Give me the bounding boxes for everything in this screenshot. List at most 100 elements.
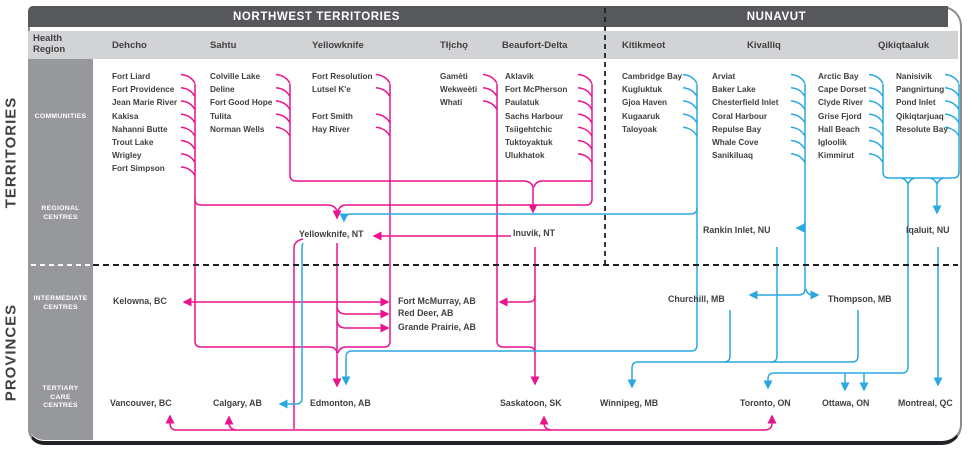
region-header-7: Kivalliq bbox=[747, 40, 781, 51]
community-item: Pond Inlet bbox=[896, 98, 936, 108]
regional-centre-label: Yellowknife, NT bbox=[299, 229, 364, 239]
health-region-label: Health Region bbox=[33, 33, 66, 55]
community-item: Clyde River bbox=[818, 98, 864, 108]
community-item: Tsiigehtchic bbox=[505, 124, 553, 134]
community-item: Wekweèti bbox=[440, 85, 478, 95]
sidebar-row-label-line: INTERMEDIATE bbox=[33, 295, 88, 302]
referral-path bbox=[868, 73, 884, 172]
sidebar-row-label-line: CENTRES bbox=[43, 213, 78, 221]
sidebar-row-label: COMMUNITIES bbox=[28, 113, 93, 122]
community-item: Pangnirtung bbox=[896, 85, 945, 95]
sidebar-row-label-line: REGIONAL bbox=[41, 205, 80, 212]
intermediate-centre-label: Red Deer, AB bbox=[398, 308, 454, 318]
community-item: Kimmirut bbox=[818, 151, 854, 161]
region-header-8: Qikiqtaaluk bbox=[878, 40, 930, 51]
community-item: Wrigley bbox=[112, 151, 142, 161]
region-header-6: Kitikmeot bbox=[622, 40, 666, 51]
sidebar-row-label-line: CARE bbox=[50, 393, 71, 401]
community-item: Fort Simpson bbox=[112, 164, 165, 174]
referral-path bbox=[748, 288, 806, 300]
referral-path bbox=[900, 177, 916, 187]
tertiary-centre-label: Toronto, ON bbox=[740, 398, 791, 408]
sidebar-row-label-line: CENTRES bbox=[43, 303, 78, 311]
community-item: Taloyoak bbox=[622, 124, 657, 134]
referral-path bbox=[289, 174, 534, 188]
referral-path bbox=[293, 238, 304, 429]
community-item: Aklavik bbox=[505, 72, 534, 81]
tertiary-centre-label: Vancouver, BC bbox=[110, 398, 172, 408]
regional-centre-label: Inuvik, NT bbox=[513, 228, 556, 238]
intermediate-centre-label: Grande Prairie, AB bbox=[398, 322, 476, 332]
region-header-1: Dehcho bbox=[112, 40, 147, 51]
referral-path bbox=[275, 73, 291, 175]
community-item: Norman Wells bbox=[210, 124, 265, 134]
community-item: Colville Lake bbox=[210, 72, 261, 81]
community-item: Fort Providence bbox=[112, 85, 175, 95]
referral-path bbox=[577, 73, 593, 199]
territories-axis-label: TERRITORIES bbox=[2, 96, 20, 209]
tertiary-centre-label: Ottawa, ON bbox=[822, 398, 870, 408]
referral-path bbox=[533, 180, 592, 188]
community-item: Hay River bbox=[312, 124, 350, 134]
community-item: Sanikiluaq bbox=[712, 151, 753, 161]
header-nunavut: NUNAVUT bbox=[605, 6, 948, 27]
community-item bbox=[312, 96, 373, 109]
tertiary-centre-label: Calgary, AB bbox=[213, 398, 262, 408]
referral-path bbox=[375, 73, 391, 341]
community-item: Grise Fjord bbox=[818, 111, 862, 121]
community-item: Trout Lake bbox=[112, 137, 154, 147]
referral-path bbox=[337, 198, 593, 212]
community-item: Cape Dorset bbox=[818, 85, 867, 95]
referral-path bbox=[539, 415, 552, 431]
community-item: Resolute Bay bbox=[896, 124, 948, 134]
intermediate-centre-label: Thompson, MB bbox=[828, 294, 892, 304]
community-item: Fort McPherson bbox=[505, 85, 568, 95]
region-header-3: Yellowknife bbox=[312, 40, 364, 51]
community-item: Tulita bbox=[210, 111, 232, 121]
intermediate-centre-label: Fort McMurray, AB bbox=[398, 296, 476, 306]
referral-path bbox=[224, 415, 237, 431]
referral-path bbox=[336, 320, 390, 333]
referral-path bbox=[498, 295, 536, 307]
referral-path bbox=[763, 184, 909, 390]
community-item: Hall Beach bbox=[818, 124, 860, 134]
referral-path bbox=[795, 220, 806, 233]
community-item: Kugluktuk bbox=[622, 85, 663, 95]
referral-path bbox=[339, 207, 698, 223]
referral-path bbox=[341, 344, 698, 386]
community-item: Fort Liard bbox=[112, 72, 151, 81]
community-item: Baker Lake bbox=[712, 85, 756, 95]
referral-path bbox=[180, 73, 196, 341]
community-item: Gamèti bbox=[440, 72, 468, 81]
intermediate-centre-label: Churchill, MB bbox=[668, 294, 725, 304]
referral-path bbox=[165, 414, 777, 431]
referral-path bbox=[336, 306, 390, 319]
header-northwest-territories: NORTHWEST TERRITORIES bbox=[28, 6, 605, 27]
community-item: Nanisivik bbox=[896, 72, 932, 81]
community-item: Gjoa Haven bbox=[622, 98, 668, 108]
tertiary-centre-label: Montreal, QC bbox=[898, 398, 953, 408]
community-item: Repulse Bay bbox=[712, 124, 762, 134]
community-item: Arviat bbox=[712, 72, 736, 81]
referral-path bbox=[627, 310, 859, 389]
tertiary-centre-label: Edmonton, AB bbox=[310, 398, 371, 408]
region-header-5: Beaufort-Delta bbox=[502, 40, 568, 51]
community-item: Fort Good Hope bbox=[210, 98, 273, 108]
community-item: Kugaaruk bbox=[622, 111, 660, 121]
region-header-bar bbox=[28, 31, 958, 59]
region-header-2: Sahtu bbox=[210, 40, 237, 51]
referral-path bbox=[278, 242, 304, 409]
community-item: Igloolik bbox=[818, 137, 847, 147]
community-item: Nahanni Butte bbox=[112, 124, 168, 134]
community-item: Ulukhatok bbox=[505, 151, 545, 161]
